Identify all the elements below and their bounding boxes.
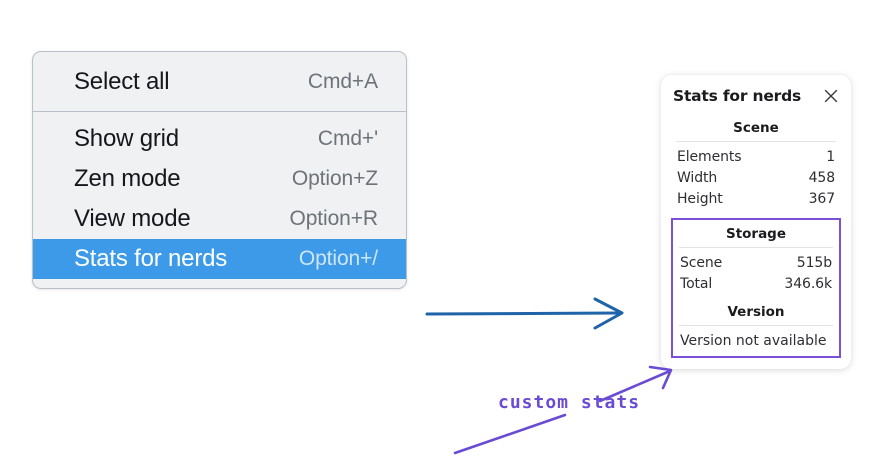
section-rule (679, 247, 833, 248)
highlight-rectangle: Storage Scene 515b Total 346.6k Version … (671, 218, 841, 358)
close-icon[interactable] (821, 86, 841, 106)
menu-item-select-all[interactable]: Select all Cmd+A (33, 62, 406, 102)
stats-row-storage-scene: Scene 515b (676, 252, 836, 273)
stats-row-value: 346.6k (784, 275, 832, 292)
version-heading: Version (727, 304, 785, 320)
stats-row-value: 1 (826, 148, 835, 165)
stats-row-value: 367 (808, 190, 836, 207)
stats-row-value: 515b (796, 254, 832, 271)
stats-for-nerds-panel[interactable]: Stats for nerds Scene Elements 1 Width 4… (661, 75, 851, 369)
section-rule (679, 325, 833, 326)
stats-panel-titlebar: Stats for nerds (671, 86, 841, 106)
context-menu[interactable]: Select all Cmd+A Show grid Cmd+' Zen mod… (32, 51, 407, 289)
menu-separator (33, 111, 406, 112)
scene-heading: Scene (733, 120, 779, 136)
menu-item-shortcut: Cmd+' (317, 127, 378, 150)
menu-item-shortcut: Option+Z (291, 167, 378, 190)
menu-group-2: Show grid Cmd+' Zen mode Option+Z View m… (33, 112, 406, 288)
stats-row-key: Scene (680, 254, 723, 271)
version-text: Version not available (680, 333, 827, 349)
menu-item-label: View mode (74, 205, 191, 232)
section-rule (676, 141, 836, 142)
storage-heading: Storage (725, 226, 787, 242)
pointer-line-icon (453, 413, 567, 455)
stats-row-key: Elements (677, 148, 742, 165)
stats-row-key: Height (677, 190, 723, 207)
menu-item-label: Select all (74, 68, 170, 95)
menu-item-label: Show grid (74, 125, 179, 152)
stats-row-elements: Elements 1 (673, 146, 839, 167)
menu-item-zen-mode[interactable]: Zen mode Option+Z (33, 159, 406, 199)
menu-item-label: Stats for nerds (74, 245, 228, 272)
menu-item-stats-for-nerds[interactable]: Stats for nerds Option+/ (33, 239, 406, 279)
menu-item-shortcut: Option+/ (298, 247, 378, 270)
stats-row-key: Total (680, 275, 713, 292)
stats-row-width: Width 458 (673, 167, 839, 188)
menu-item-shortcut: Option+R (289, 207, 378, 230)
menu-item-shortcut: Cmd+A (307, 70, 378, 93)
stats-row-value: 458 (808, 169, 836, 186)
stats-panel-title: Stats for nerds (673, 87, 802, 105)
menu-group-1: Select all Cmd+A (33, 52, 406, 111)
stats-row-storage-total: Total 346.6k (676, 273, 836, 294)
stats-row-height: Height 367 (673, 188, 839, 209)
arrow-right-icon (425, 297, 624, 330)
handwritten-annotation-label: custom stats (498, 392, 641, 413)
menu-item-label: Zen mode (74, 165, 181, 192)
menu-item-view-mode[interactable]: View mode Option+R (33, 199, 406, 239)
stats-row-key: Width (677, 169, 718, 186)
scene-section: Scene Elements 1 Width 458 Height 367 (671, 119, 841, 209)
menu-item-show-grid[interactable]: Show grid Cmd+' (33, 119, 406, 159)
